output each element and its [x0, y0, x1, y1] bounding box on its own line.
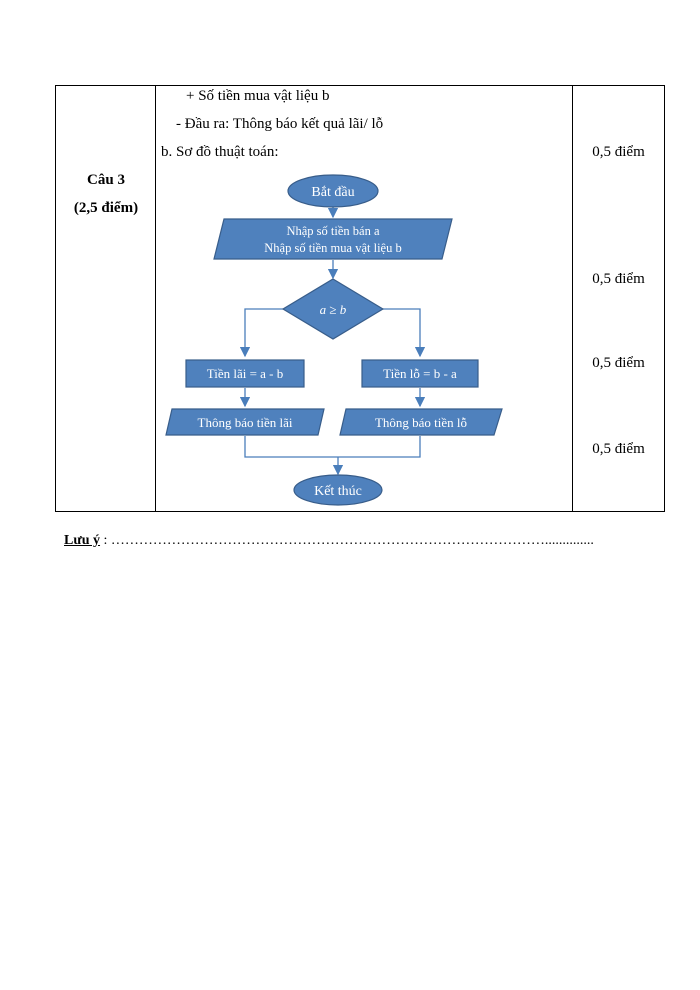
decision-label: a ≥ b	[320, 302, 347, 317]
loss-output-label: Thông báo tiền lỗ	[375, 415, 467, 430]
profit-output-label: Thông báo tiền lãi	[198, 415, 293, 430]
table-right-border	[664, 85, 665, 512]
input-label-b: Nhập số tiền mua vật liệu b	[264, 241, 401, 255]
score-1: 0,5 điểm	[592, 144, 645, 160]
score-3: 0,5 điểm	[592, 355, 645, 371]
score-4: 0,5 điểm	[592, 441, 645, 457]
table-left-border	[55, 85, 56, 512]
question-number: Câu 3	[87, 172, 125, 188]
note-label: Lưu ý	[64, 533, 101, 548]
arrow-decision-to-loss	[383, 308, 426, 358]
algorithm-flowchart: Bắt đầu Nhập số tiền bán a Nhập số tiền …	[165, 174, 503, 506]
end-label: Kết thúc	[314, 484, 362, 499]
loss-output-parallelogram	[339, 408, 503, 436]
loss-process-box	[361, 359, 479, 388]
output-line: - Đầu ra: Thông báo kết quả lãi/ lỗ	[176, 116, 384, 132]
profit-process-box	[185, 359, 305, 388]
flowchart-heading: b. Sơ đồ thuật toán:	[161, 144, 279, 160]
arrow-decision-to-profit	[239, 308, 283, 358]
start-label: Bắt đầu	[311, 185, 354, 200]
answer-table	[55, 85, 665, 512]
question-points: (2,5 điểm)	[73, 200, 139, 216]
table-col-divider-1	[155, 85, 156, 512]
table-col-divider-2	[572, 85, 573, 512]
input-label-a: Nhập số tiền bán a	[286, 224, 379, 238]
decision-diamond	[281, 278, 385, 340]
loss-process-label: Tiền lỗ = b - a	[383, 366, 457, 381]
merge-line	[244, 436, 421, 458]
note-line: Lưu ý : ………………………………………………………………………………….…	[64, 533, 594, 549]
note-dots: : ………………………………………………………………………………….......…	[100, 533, 594, 548]
table-bottom-border	[55, 511, 665, 512]
profit-process-label: Tiền lãi = a - b	[207, 366, 284, 381]
score-2: 0,5 điểm	[592, 271, 645, 287]
end-terminal	[293, 474, 383, 506]
start-terminal	[287, 174, 379, 208]
input-line-b: + Số tiền mua vật liệu b	[186, 88, 330, 104]
profit-output-parallelogram	[165, 408, 325, 436]
table-top-border	[55, 85, 665, 86]
input-parallelogram	[213, 218, 453, 260]
